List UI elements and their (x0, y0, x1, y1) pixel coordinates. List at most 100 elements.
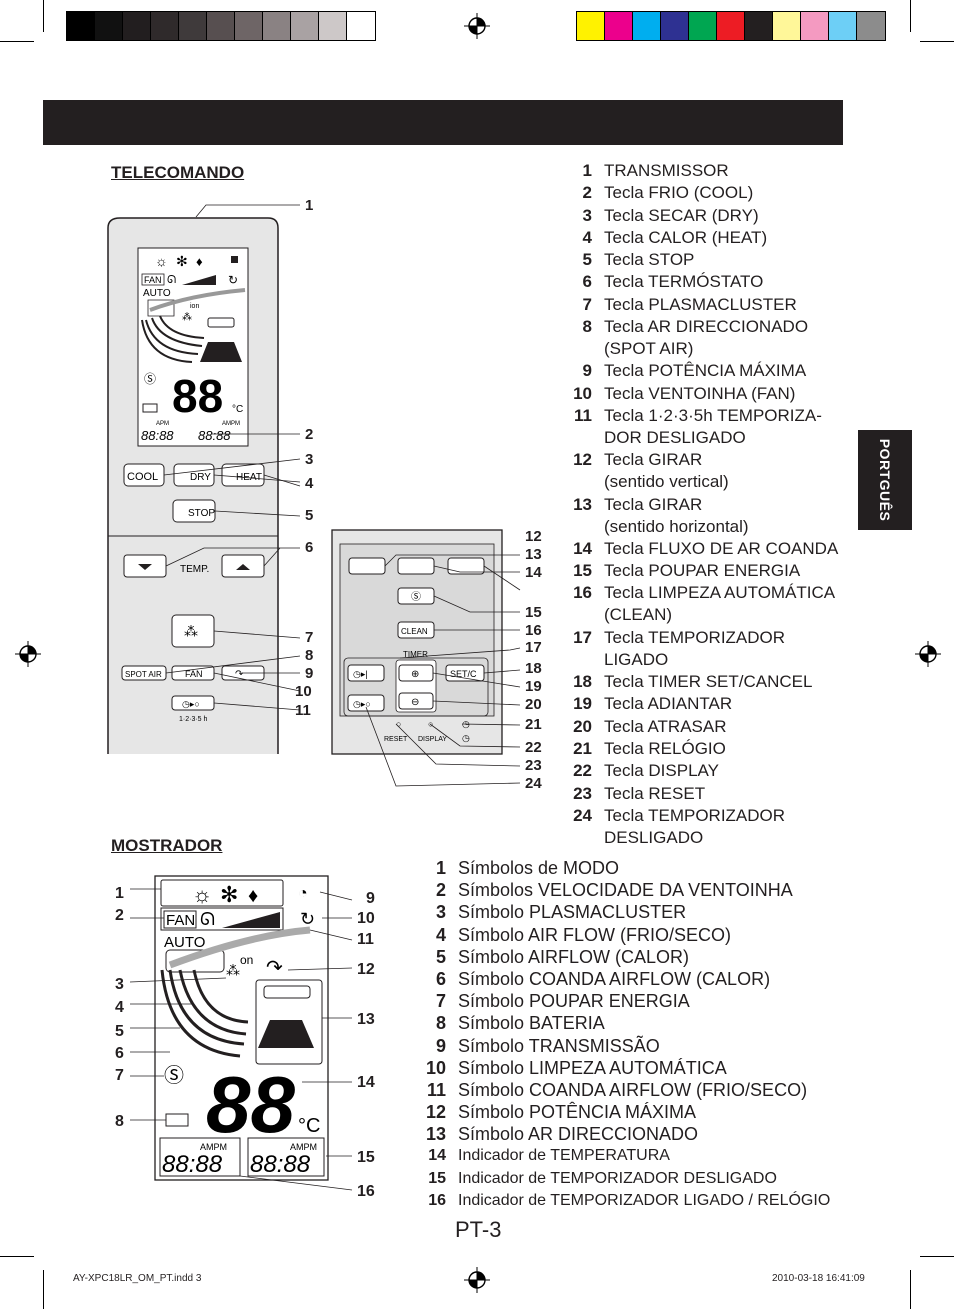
color-swatch (577, 12, 605, 40)
snowflake-icon: ✻ (176, 253, 188, 269)
lcd-time-left: 88:88 (141, 428, 174, 443)
color-swatch (801, 12, 829, 40)
grayscale-color-bar (66, 11, 376, 41)
display-hole-icon[interactable]: ○ (428, 719, 433, 729)
display-apm-left: AMPM (200, 1142, 227, 1152)
callout-number: 8 (305, 647, 313, 664)
color-swatch (689, 12, 717, 40)
swing-horizontal-button[interactable] (397, 557, 435, 575)
legend-number: 14 (428, 1147, 446, 1165)
legend-number: 16 (573, 583, 592, 603)
legend-text: Tecla ATRASAR (604, 716, 727, 736)
display-ion-label: on (240, 953, 253, 967)
gray-swatch (291, 12, 319, 40)
callout-number: 9 (305, 665, 313, 682)
language-tab: PORTGUÊS (858, 430, 912, 530)
legend-number: 13 (573, 494, 592, 514)
gray-swatch (207, 12, 235, 40)
callout-number: 9 (366, 890, 375, 907)
temp-label: TEMP. (180, 564, 209, 575)
reset-hole-icon[interactable]: ○ (396, 719, 401, 729)
drop-icon: ♦ (248, 885, 258, 907)
legend-text: Tecla TIMER SET/CANCEL (604, 672, 813, 692)
legend-number: 2 (582, 183, 592, 203)
callout-number: 1 (115, 885, 124, 902)
header-band (43, 100, 843, 145)
crop-mark (920, 41, 954, 42)
callout-number: 3 (115, 976, 124, 993)
lcd-celsius: °C (232, 404, 243, 415)
callout-number: 7 (115, 1067, 124, 1084)
timer-off-cover-button[interactable] (347, 694, 385, 712)
legend-number: 11 (426, 1079, 446, 1100)
callout-number: 4 (115, 999, 124, 1016)
timer-off-caption: 1·2·3·5 h (179, 716, 208, 723)
coanda-button[interactable] (447, 557, 485, 575)
color-swatch (745, 12, 773, 40)
lcd-temp-digits: 88 (172, 370, 223, 422)
legend-item: 16 Tecla LIMPEZA AUTOMÁTICA (CLEAN) (572, 582, 852, 626)
callout-number: 6 (115, 1045, 124, 1062)
gray-swatch (235, 12, 263, 40)
gray-swatch (95, 12, 123, 40)
registration-mark-icon (464, 1267, 490, 1293)
display-time-left: 88:88 (162, 1151, 223, 1178)
callout-number: 12 (525, 528, 542, 545)
lcd-ion-label: ion (190, 303, 199, 310)
callout-number: 11 (295, 702, 311, 719)
legend-text: Tecla 1·2·3·5h TEMPORIZA- DOR DESLIGADO (604, 405, 822, 447)
display-auto-label: AUTO (164, 934, 205, 951)
crop-mark (43, 0, 44, 32)
legend-text: Tecla GIRAR (sentido vertical) (604, 450, 729, 492)
callout-number: 5 (115, 1023, 124, 1040)
legend-number: 5 (582, 250, 592, 270)
crop-mark (920, 1256, 954, 1257)
legend-text: Indicador de TEMPORIZADOR LIGADO / RELÓG… (458, 1191, 831, 1209)
gray-swatch (67, 12, 95, 40)
legend-text: Tecla LIMPEZA AUTOMÁTICA (CLEAN) (604, 583, 836, 625)
legend-text: Símbolo AIRFLOW (CALOR) (458, 946, 690, 967)
timer-on-button[interactable] (347, 664, 385, 682)
remote-section-title: TELECOMANDO (111, 163, 245, 182)
callout-number: 14 (357, 1074, 375, 1091)
legend-number: 2 (435, 880, 446, 901)
swing-vertical-button[interactable] (348, 557, 386, 575)
color-swatch (661, 12, 689, 40)
legend-number: 1 (582, 161, 592, 180)
callout-number: 5 (305, 507, 313, 524)
legend-text: Tecla POTÊNCIA MÁXIMA (604, 361, 807, 381)
legend-item: 19 Tecla ADIANTAR (572, 693, 852, 715)
sun-icon: ☼ (192, 882, 212, 907)
legend-text: Tecla ADIANTAR (604, 694, 733, 714)
legend-number: 6 (435, 968, 446, 989)
legend-number: 12 (573, 450, 592, 470)
spot-air-label: SPOT AIR (125, 670, 162, 679)
clean-button-label: CLEAN (401, 627, 428, 636)
crop-mark (910, 0, 911, 32)
callout-number: 13 (525, 546, 542, 563)
callout-number: 24 (525, 775, 542, 792)
legend-number: 19 (573, 694, 592, 714)
language-tab-label: PORTGUÊS (877, 438, 893, 522)
legend-number: 10 (573, 383, 592, 403)
legend-number: 12 (425, 1102, 446, 1123)
legend-text: Indicador de TEMPORIZADOR DESLIGADO (458, 1169, 777, 1187)
registration-mark-icon (915, 641, 941, 667)
legend-text: Símbolo LIMPEZA AUTOMÁTICA (458, 1057, 727, 1078)
color-swatch (605, 12, 633, 40)
callout-number: 3 (305, 451, 313, 468)
crop-mark (0, 41, 34, 42)
coanda-icon: ᘏ (167, 274, 176, 286)
